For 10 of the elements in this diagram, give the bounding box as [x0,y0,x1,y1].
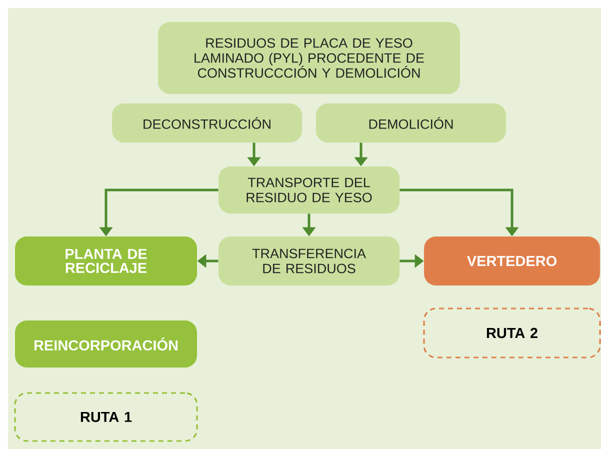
process-box: DECONSTRUCCIÓN [112,104,302,142]
process-box: TRANSFERENCIA DE RESIDUOS [218,236,400,286]
dashed-box: RUTA 1 [14,392,198,442]
process-box: RESIDUOS DE PLACA DE YESO LAMINADO (PYL) PROCEDENTE DE CONSTRUCCCIÓN Y DEMOLICIÓN [158,22,460,94]
dashed-box: RUTA 2 [423,308,601,358]
process-box: DEMOLICIÓN [316,104,506,142]
process-box: TRANSPORTE DEL RESIDUO DE YESO [218,166,400,214]
process-box: VERTEDERO [424,236,600,286]
process-box: REINCORPORACIÓN [15,320,197,368]
process-box: PLANTA DE RECICLAJE [15,236,197,286]
